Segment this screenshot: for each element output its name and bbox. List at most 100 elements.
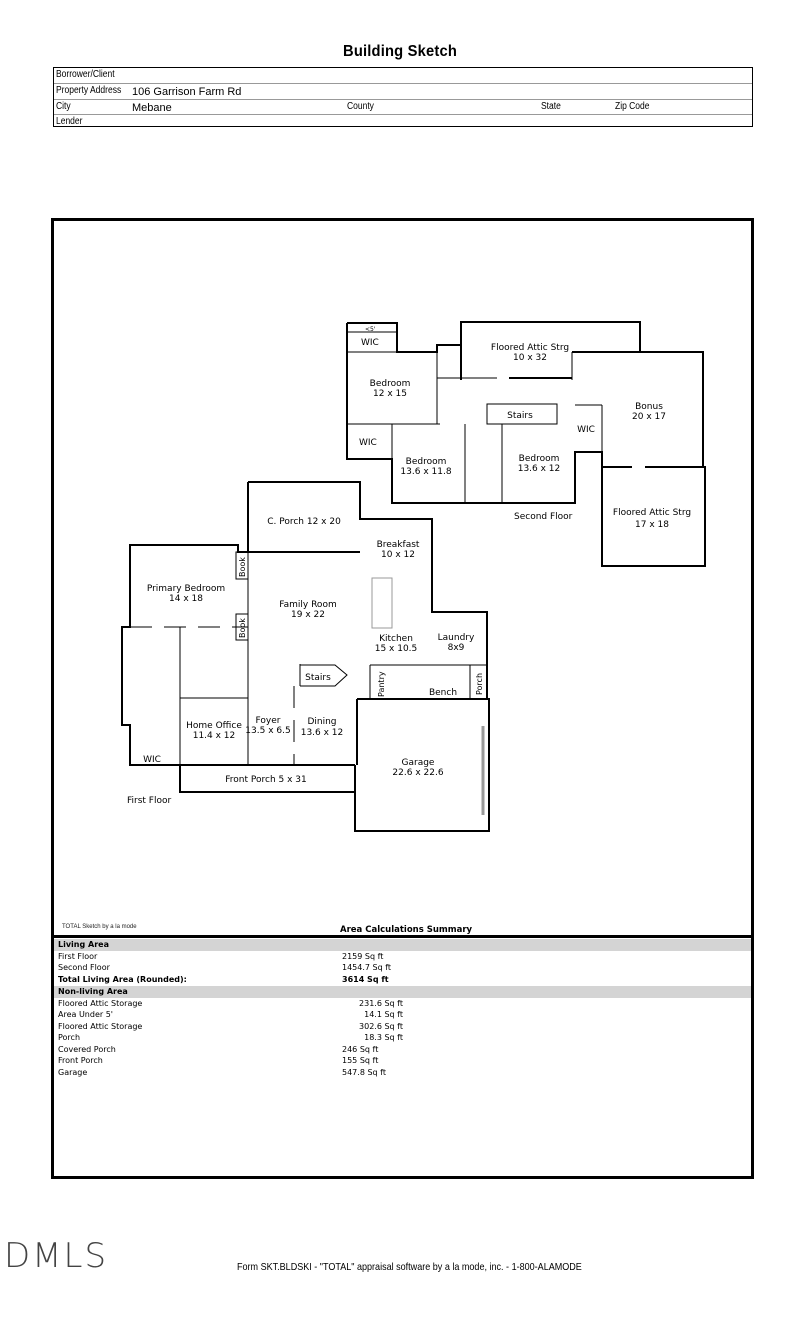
address-row: Property Address 106 Garrison Farm Rd xyxy=(54,84,752,100)
first-floor-label: First Floor xyxy=(127,796,171,806)
city-label: City xyxy=(56,100,71,112)
breakfast-dim: 10 x 12 xyxy=(381,550,415,560)
book2-label: Book xyxy=(238,618,247,638)
summary-row: Garage 547.8 Sq ft xyxy=(54,1067,751,1079)
under5-label: <5' xyxy=(365,326,376,333)
laundry-dim: 8x9 xyxy=(448,643,465,653)
row-value: 155 Sq ft xyxy=(342,1056,379,1065)
state-label: State xyxy=(541,100,561,112)
summary-title: Area Calculations Summary xyxy=(340,925,473,935)
second-floor-label: Second Floor xyxy=(514,512,573,522)
total-value: 3614 Sq ft xyxy=(342,974,389,984)
living-area-header: Living Area xyxy=(54,939,751,951)
garage-name: Garage xyxy=(402,758,435,768)
summary-row: Floored Attic Storage 231.6 Sq ft xyxy=(54,998,751,1010)
attic2-name: Floored Attic Strg xyxy=(613,508,691,518)
bedroom2-name: Bedroom xyxy=(406,457,447,467)
sketch-frame xyxy=(51,218,754,1179)
kitchen-name: Kitchen xyxy=(379,634,413,644)
row-value: 1454.7 Sq ft xyxy=(342,963,392,972)
stairs-down-label: Stairs xyxy=(305,673,331,683)
lender-label: Lender xyxy=(56,116,83,128)
wic-mid-label: WIC xyxy=(359,438,377,448)
pantry-label: Pantry xyxy=(377,671,386,697)
front-porch-label: Front Porch 5 x 31 xyxy=(225,775,306,785)
property-header-table: Borrower/Client Property Address 106 Gar… xyxy=(53,67,753,127)
stairs-up-label: Stairs xyxy=(507,411,533,421)
dining-name: Dining xyxy=(307,717,336,727)
form-footer: Form SKT.BLDSKI - "TOTAL" appraisal soft… xyxy=(237,1261,582,1273)
summary-row: Second Floor 1454.7 Sq ft xyxy=(54,962,751,974)
office-name: Home Office xyxy=(186,721,242,731)
breakfast-name: Breakfast xyxy=(377,540,420,550)
bonus-name: Bonus xyxy=(635,402,663,412)
zip-label: Zip Code xyxy=(615,100,650,112)
foyer-dim: 13.5 x 6.5 xyxy=(245,726,290,736)
address-value: 106 Garrison Farm Rd xyxy=(132,85,242,98)
wic-right-label: WIC xyxy=(577,425,595,435)
summary-row: Area Under 5' 14.1 Sq ft xyxy=(54,1009,751,1021)
porch-label: Porch xyxy=(475,673,484,695)
row-label: First Floor xyxy=(58,951,98,961)
row-label: Covered Porch xyxy=(58,1044,116,1054)
row-value: 2159 Sq ft xyxy=(342,951,384,961)
floor-plan: WIC <5' Bedroom 12 x 15 Floored Attic St… xyxy=(121,321,706,832)
row-label: Floored Attic Storage xyxy=(58,1021,143,1031)
row-label: Porch xyxy=(58,1033,81,1042)
total-row: Total Living Area (Rounded): 3614 Sq ft xyxy=(54,974,751,986)
row-label: Floored Attic Storage xyxy=(58,998,143,1008)
primary-bedroom-dim: 14 x 18 xyxy=(169,594,203,604)
summary-row: Floored Attic Storage 302.6 Sq ft xyxy=(54,1021,751,1033)
row-label: Area Under 5' xyxy=(58,1010,113,1019)
sketch-credit: TOTAL Sketch by a la mode xyxy=(62,924,137,930)
kitchen-dim: 15 x 10.5 xyxy=(375,644,418,654)
bedroom2-dim: 13.6 x 11.8 xyxy=(400,467,451,477)
family-room-name: Family Room xyxy=(279,600,336,610)
laundry-name: Laundry xyxy=(438,633,475,643)
attic1-name: Floored Attic Strg xyxy=(491,343,569,353)
county-label: County xyxy=(347,100,374,112)
row-value: 547.8 Sq ft xyxy=(342,1067,386,1077)
attic1-dim: 10 x 32 xyxy=(513,353,547,363)
bedroom1-dim: 12 x 15 xyxy=(373,389,407,399)
dmls-logo: DMLS xyxy=(4,1236,109,1276)
borrower-row: Borrower/Client xyxy=(54,68,752,84)
row-label: Front Porch xyxy=(58,1056,103,1065)
bonus-dim: 20 x 17 xyxy=(632,412,666,422)
garage-dim: 22.6 x 22.6 xyxy=(392,768,443,778)
row-value: 14.1 Sq ft xyxy=(364,1010,403,1019)
bench-label: Bench xyxy=(429,688,457,698)
dining-dim: 13.6 x 12 xyxy=(301,728,344,738)
borrower-label: Borrower/Client xyxy=(56,69,115,80)
row-value: 231.6 Sq ft xyxy=(359,998,403,1008)
summary-row: Covered Porch 246 Sq ft xyxy=(54,1044,751,1056)
family-room-dim: 19 x 22 xyxy=(291,610,325,620)
row-label: Garage xyxy=(58,1067,88,1077)
office-dim: 11.4 x 12 xyxy=(193,731,236,741)
wic-top-label: WIC xyxy=(361,338,379,348)
lender-row: Lender xyxy=(54,115,752,130)
city-row: City Mebane County State Zip Code xyxy=(54,100,752,116)
primary-bedroom-name: Primary Bedroom xyxy=(147,584,225,594)
nonliving-area-header: Non-living Area xyxy=(54,986,751,998)
book1-label: Book xyxy=(238,557,247,577)
summary-row: Porch 18.3 Sq ft xyxy=(54,1032,751,1044)
wic-primary-label: WIC xyxy=(143,755,161,765)
cporch-label: C. Porch 12 x 20 xyxy=(267,517,341,527)
city-value: Mebane xyxy=(132,101,172,114)
row-value: 18.3 Sq ft xyxy=(364,1033,403,1042)
bedroom3-dim: 13.6 x 12 xyxy=(518,464,561,474)
first-floor-outline xyxy=(121,481,490,832)
row-label: Second Floor xyxy=(58,963,110,972)
total-label: Total Living Area (Rounded): xyxy=(58,974,187,984)
foyer-name: Foyer xyxy=(256,716,281,726)
address-label: Property Address xyxy=(56,84,122,96)
summary-row: Front Porch 155 Sq ft xyxy=(54,1055,751,1067)
page-title: Building Sketch xyxy=(343,43,457,60)
bedroom1-name: Bedroom xyxy=(370,379,411,389)
row-value: 246 Sq ft xyxy=(342,1044,379,1054)
bedroom3-name: Bedroom xyxy=(519,454,560,464)
row-value: 302.6 Sq ft xyxy=(359,1021,403,1031)
summary-row: First Floor 2159 Sq ft xyxy=(54,951,751,963)
attic2-dim: 17 x 18 xyxy=(635,520,669,530)
